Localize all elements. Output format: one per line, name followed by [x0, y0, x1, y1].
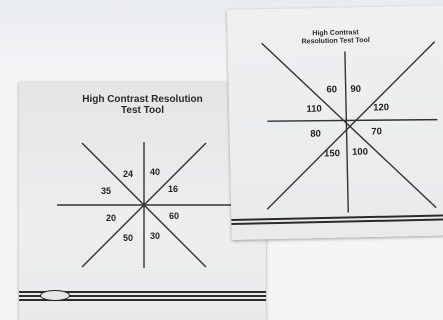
right-vertical-line: [345, 52, 348, 213]
right-star-pattern: [227, 5, 443, 239]
left-label-16: 16: [168, 184, 178, 194]
right-horizontal-line: [267, 118, 437, 124]
right-label-110: 110: [306, 104, 322, 115]
left-label-50: 50: [123, 233, 133, 243]
right-label-150: 150: [324, 148, 340, 159]
left-label-24: 24: [123, 169, 133, 179]
left-label-40: 40: [150, 167, 160, 177]
right-label-90: 90: [350, 84, 361, 95]
left-label-30: 30: [150, 231, 160, 241]
right-label-70: 70: [371, 126, 382, 137]
left-label-20: 20: [106, 213, 116, 223]
right-test-card: High Contrast Resolution Test Tool 60 90…: [227, 5, 443, 239]
left-label-35: 35: [101, 186, 111, 196]
right-label-120: 120: [373, 102, 389, 113]
right-label-100: 100: [352, 147, 368, 158]
oval-logo-icon: [40, 290, 70, 301]
right-label-80: 80: [310, 129, 321, 140]
right-label-60: 60: [326, 84, 337, 95]
left-label-60: 60: [169, 211, 179, 221]
